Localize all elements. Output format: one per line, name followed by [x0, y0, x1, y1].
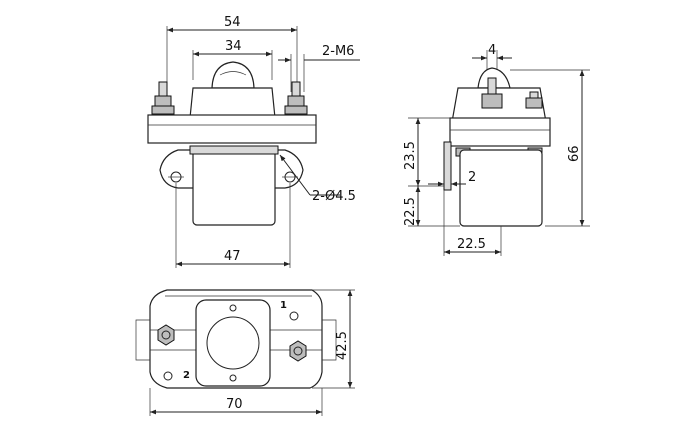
stud-thread-label: 2-M6 — [322, 44, 354, 59]
dim-m6: 2-M6 — [278, 44, 360, 92]
side-stud — [487, 77, 497, 95]
front-base-flange — [147, 114, 317, 144]
front-housing-top — [189, 87, 276, 119]
dim-47-label: 47 — [224, 249, 241, 264]
dim-2: 2 — [428, 170, 476, 187]
front-coil-body — [192, 149, 276, 226]
bottom-coil-square — [195, 299, 271, 387]
dim-22-5-horizontal-label: 22.5 — [457, 237, 486, 252]
bottom-center-circle — [206, 316, 260, 370]
front-stud-left — [151, 81, 175, 115]
dome-cap — [211, 61, 255, 89]
dim-23-5-label: 23.5 — [403, 141, 418, 170]
bottom-view: 1 2 70 42.5 — [135, 289, 355, 416]
side-bracket — [443, 141, 452, 191]
side-view: 4 66 23.5 — [403, 43, 590, 256]
dim-70: 70 — [149, 388, 323, 416]
dim-34-label: 34 — [225, 39, 242, 54]
bottom-terminal-left — [157, 324, 175, 346]
mount-holes-label: 2-Ø4.5 — [312, 189, 356, 204]
front-stud-right — [284, 81, 308, 115]
dim-22-5-horizontal: 22.5 — [443, 190, 502, 256]
side-coil-body — [459, 149, 543, 227]
dim-34: 34 — [192, 39, 273, 80]
dim-66: 66 — [510, 69, 590, 227]
dim-2-label: 2 — [468, 170, 476, 185]
dim-54: 54 — [166, 15, 298, 92]
front-view: 54 34 2-M6 — [147, 15, 360, 268]
bottom-terminal-right — [289, 340, 307, 362]
dim-22-5-vertical: 22.5 — [403, 186, 460, 227]
dim-47: 47 — [175, 183, 291, 268]
dim-70-label: 70 — [226, 397, 243, 412]
dim-23-5: 23.5 — [403, 117, 450, 187]
dim-42-5-label: 42.5 — [335, 331, 350, 360]
dim-66-label: 66 — [567, 145, 582, 162]
terminal-1-mark: 1 — [280, 300, 287, 311]
dim-54-label: 54 — [224, 15, 241, 30]
dim-42-5: 42.5 — [312, 289, 355, 389]
side-stud-right — [525, 97, 543, 109]
bottom-screw-bottom-left — [163, 371, 173, 381]
dim-4-label: 4 — [488, 43, 496, 58]
terminal-2-mark: 2 — [183, 370, 190, 381]
bottom-screw-top-right — [289, 311, 299, 321]
side-flange — [449, 117, 551, 147]
dim-22-5-vertical-label: 22.5 — [403, 197, 418, 226]
dim-4: 4 — [472, 43, 512, 80]
